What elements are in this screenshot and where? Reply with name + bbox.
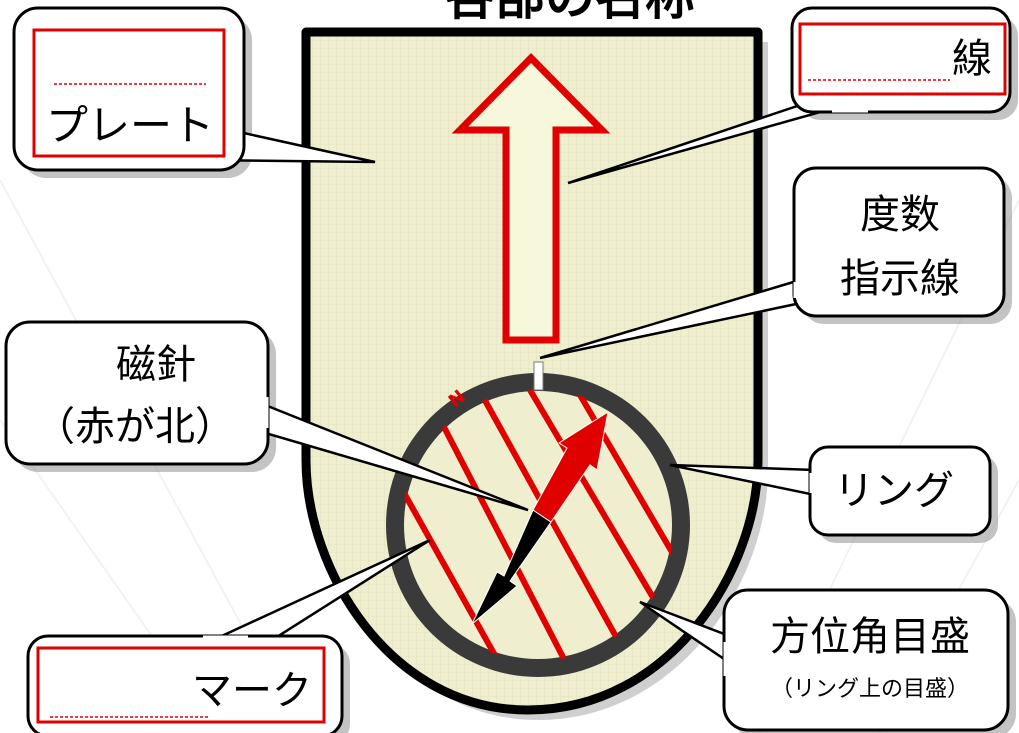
callout-needle: 磁針 （赤が北） <box>4 320 529 512</box>
needle-south-half <box>471 509 552 625</box>
callout-degree-indicator: 度数 指示線 <box>539 166 1012 360</box>
degree-label-line1: 度数 <box>860 192 940 238</box>
degree-label-line2: 指示線 <box>840 256 960 302</box>
index-line <box>533 361 544 391</box>
bearing-label-line1: 方位角目盛 <box>770 614 970 660</box>
needle-label-line1: 磁針 <box>116 342 196 388</box>
mark-label: マーク <box>192 668 312 714</box>
plate-label: プレート <box>46 101 214 150</box>
needle-north-half <box>532 410 609 523</box>
ring-label: リング <box>834 468 954 514</box>
callout-line: 線 <box>567 6 1018 185</box>
direction-arrow <box>451 53 611 344</box>
page-title: 各部の名称 <box>445 0 695 26</box>
callout-bearing-scale: 方位角目盛 （リング上の目盛） <box>639 588 1016 733</box>
callout-mark: マーク <box>26 538 431 733</box>
line-label: 線 <box>952 36 992 82</box>
callout-plate: プレート <box>12 6 376 178</box>
callout-ring: リング <box>669 445 998 543</box>
bearing-label-line2: （リング上の目盛） <box>771 677 969 702</box>
magnetic-needle <box>471 410 609 625</box>
needle-label-line2: （赤が北） <box>35 404 235 450</box>
